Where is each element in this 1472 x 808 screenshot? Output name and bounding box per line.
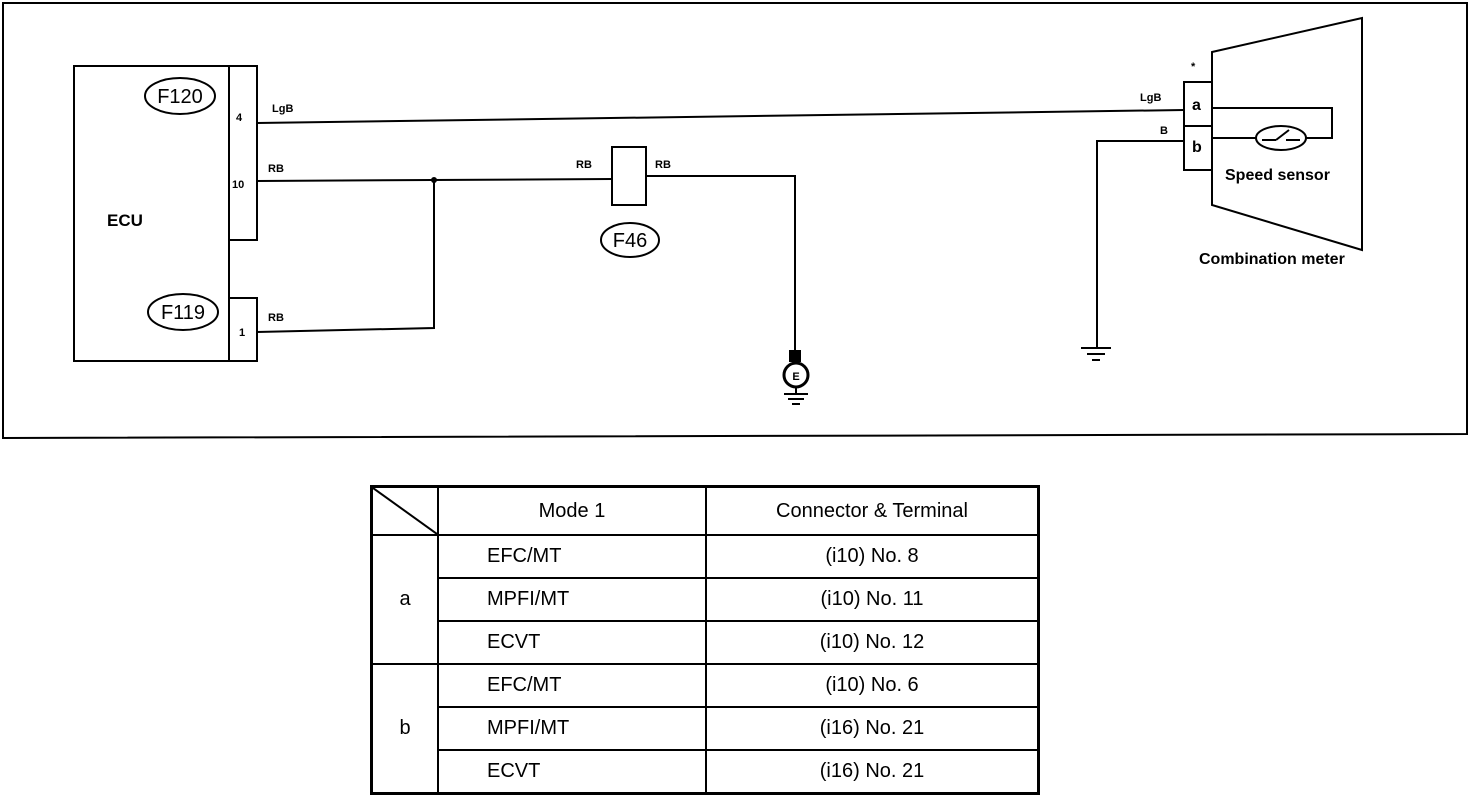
meter-terminal-b: b: [1192, 139, 1202, 156]
table-row: ECVT (i10) No. 12: [372, 620, 1040, 665]
connector-cell: (i10) No. 8: [705, 534, 1040, 579]
connector-cell: (i10) No. 11: [705, 577, 1040, 622]
f46-badge: [600, 222, 660, 258]
combination-meter-label: Combination meter: [1199, 251, 1345, 268]
wire-label-rb-top-left: RB: [268, 163, 284, 175]
f120-badge: [144, 77, 216, 115]
terminal-cell-b: b: [370, 663, 439, 795]
mode-cell: MPFI/MT: [437, 577, 707, 622]
meter-terminal-a: a: [1192, 97, 1201, 114]
table-row: MPFI/MT (i10) No. 11: [372, 577, 1040, 622]
mode-cell: EFC/MT: [437, 534, 707, 579]
diagram-frame: [1, 2, 1468, 440]
chassis-ground: [1081, 347, 1111, 361]
terminal-cell-a: a: [370, 534, 439, 665]
mode-cell: MPFI/MT: [437, 706, 707, 751]
mode-connector-table: Mode 1 Connector & Terminal a EFC/MT (i1…: [370, 485, 1040, 795]
f119-label: F119: [161, 302, 205, 324]
wire-label-lgb-left: LgB: [272, 103, 293, 115]
speed-sensor-loop: [1212, 107, 1333, 139]
wire-label-lgb-right: LgB: [1140, 92, 1161, 104]
table-row: a EFC/MT (i10) No. 8: [370, 534, 1040, 665]
mode-cell: ECVT: [437, 620, 707, 665]
ecu-pin-10: 10: [232, 179, 244, 191]
wiring-diagram: ECU F120 4 10 F119 1 LgB RB RB RB RB F46…: [1, 2, 1468, 440]
connector-cell: (i16) No. 21: [705, 749, 1040, 795]
wire-lgb: [256, 109, 1185, 124]
connector-cell: (i10) No. 12: [705, 620, 1040, 665]
speed-sensor-label: Speed sensor: [1225, 167, 1330, 184]
wire-label-rb-f46-right: RB: [655, 159, 671, 171]
mode-cell: ECVT: [437, 749, 707, 795]
header-connector: Connector & Terminal: [705, 485, 1040, 536]
f119-connector-block: [228, 297, 258, 362]
ground-terminal-e: E: [782, 350, 810, 405]
ecu-label: ECU: [107, 211, 143, 230]
speed-sensor-reed-switch-icon: [1255, 125, 1307, 151]
wire-label-b: B: [1160, 125, 1168, 137]
table-header-row: Mode 1 Connector & Terminal: [370, 485, 1040, 536]
f120-label: F120: [157, 86, 203, 108]
wire-label-rb-bottom-left: RB: [268, 312, 284, 324]
table-row: b EFC/MT (i10) No. 6: [370, 663, 1040, 795]
wire-b: [1096, 140, 1184, 348]
f119-badge: [147, 293, 219, 331]
ground-label: E: [792, 371, 799, 383]
ecu-pin-4: 4: [236, 112, 243, 124]
table-corner-cell: [370, 485, 439, 536]
header-mode: Mode 1: [437, 485, 707, 536]
wire-label-rb-f46-left: RB: [576, 159, 592, 171]
f120-connector-block: [228, 65, 258, 241]
meter-asterisk: *: [1191, 61, 1196, 73]
wire-rb-branch: [256, 180, 435, 333]
mode-cell: EFC/MT: [437, 663, 707, 708]
f46-connector-block: [611, 146, 647, 206]
wire-rb-ground: [646, 175, 796, 352]
connector-cell: (i10) No. 6: [705, 663, 1040, 708]
f46-label: F46: [613, 230, 647, 252]
connector-cell: (i16) No. 21: [705, 706, 1040, 751]
table-row: ECVT (i16) No. 21: [372, 749, 1040, 795]
table-row: MPFI/MT (i16) No. 21: [372, 706, 1040, 751]
ecu-pin-1: 1: [239, 327, 245, 339]
